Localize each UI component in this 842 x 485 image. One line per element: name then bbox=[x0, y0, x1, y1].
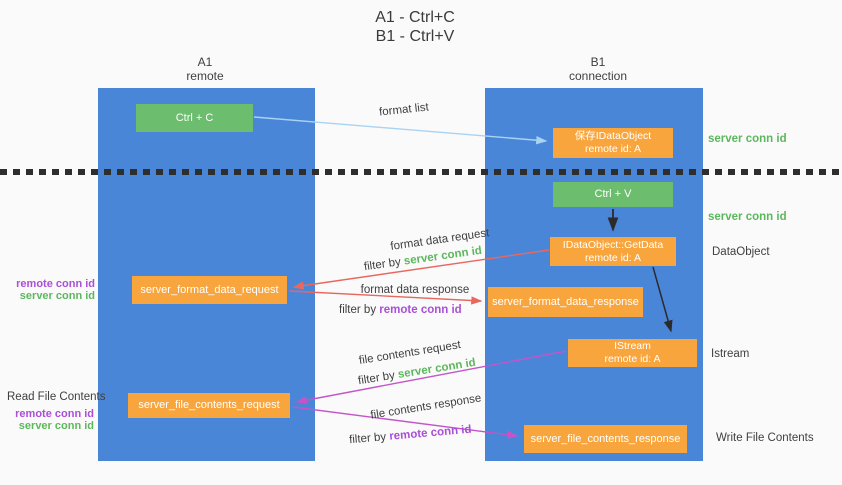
filter-by-text: filter by bbox=[339, 304, 377, 316]
title-line-2: B1 - Ctrl+V bbox=[375, 28, 455, 45]
format-list-arrow bbox=[253, 116, 548, 145]
format-data-request-arrow bbox=[292, 249, 550, 290]
istream-line1: IStream bbox=[614, 340, 651, 352]
server-conn-id-text: server conn id bbox=[19, 289, 95, 302]
right-column-id: B1 bbox=[590, 55, 606, 69]
file-contents-request-arrow bbox=[295, 350, 567, 405]
dotted-divider-line bbox=[0, 169, 842, 175]
server-conn-id-annotation-mid: server conn id bbox=[708, 211, 787, 223]
right-column-subtitle: connection bbox=[568, 69, 628, 83]
diagram-title: A1 - Ctrl+C B1 - Ctrl+V bbox=[330, 8, 500, 46]
save-dataobject-box: 保存IDataObject remote id: A bbox=[553, 128, 673, 158]
ctrl-c-box: Ctrl + C bbox=[136, 104, 253, 132]
istream-line2: remote id: A bbox=[604, 353, 661, 365]
right-column-header: B1 connection bbox=[538, 55, 658, 83]
server-format-data-request-label: server_format_data_request bbox=[140, 283, 279, 296]
server-file-contents-response-label: server_file_contents_response bbox=[530, 432, 681, 445]
getdata-box: IDataObject::GetData remote id: A bbox=[550, 237, 676, 266]
server-file-contents-response-box: server_file_contents_response bbox=[524, 425, 687, 453]
format-data-response-arrow bbox=[288, 290, 483, 305]
format-data-response-label: format data response bbox=[360, 284, 470, 296]
remote-conn-id-text: remote conn id bbox=[16, 278, 95, 290]
filter-by-text: filter by bbox=[348, 431, 387, 447]
conn-id-annotation-left-top: remote conn id server conn id bbox=[0, 278, 95, 302]
left-column-id: A1 bbox=[197, 55, 213, 69]
server-conn-id-text: server conn id bbox=[18, 419, 94, 432]
istream-annotation: Istream bbox=[711, 348, 750, 360]
server-file-contents-request-box: server_file_contents_request bbox=[128, 393, 290, 418]
server-format-data-response-label: server_format_data_response bbox=[492, 295, 639, 308]
conn-id-annotation-left-bottom: remote conn id server conn id bbox=[0, 408, 94, 432]
getdata-line2: remote id: A bbox=[584, 251, 642, 264]
remote-conn-id-text: remote conn id bbox=[379, 304, 462, 316]
save-dataobject-line2: remote id: A bbox=[584, 143, 642, 155]
remote-conn-id-text: remote conn id bbox=[15, 408, 94, 420]
ctrl-v-label: Ctrl + V bbox=[594, 188, 632, 200]
title-line-1: A1 - Ctrl+C bbox=[375, 9, 455, 26]
server-file-contents-request-label: server_file_contents_request bbox=[138, 399, 280, 411]
ctrl-v-box: Ctrl + V bbox=[553, 182, 673, 207]
left-column-header: A1 remote bbox=[145, 55, 265, 83]
filter-by-remote-conn-id-label-1: filter by remote conn id bbox=[339, 304, 462, 317]
write-file-contents-annotation: Write File Contents bbox=[716, 432, 814, 444]
server-format-data-request-box: server_format_data_request bbox=[132, 276, 287, 304]
save-dataobject-line1: 保存IDataObject bbox=[574, 130, 652, 142]
dataobject-annotation: DataObject bbox=[712, 246, 770, 258]
server-conn-id-annotation-top: server conn id bbox=[708, 133, 787, 145]
getdata-line1: IDataObject::GetData bbox=[562, 238, 664, 251]
istream-box: IStream remote id: A bbox=[568, 339, 697, 367]
ctrl-c-label: Ctrl + C bbox=[175, 111, 214, 124]
left-column-subtitle: remote bbox=[186, 69, 224, 83]
server-format-data-response-box: server_format_data_response bbox=[488, 287, 643, 317]
getdata-to-istream-arrow bbox=[652, 266, 673, 333]
file-contents-response-arrow bbox=[292, 406, 519, 439]
read-file-contents-annotation: Read File Contents bbox=[7, 391, 106, 403]
